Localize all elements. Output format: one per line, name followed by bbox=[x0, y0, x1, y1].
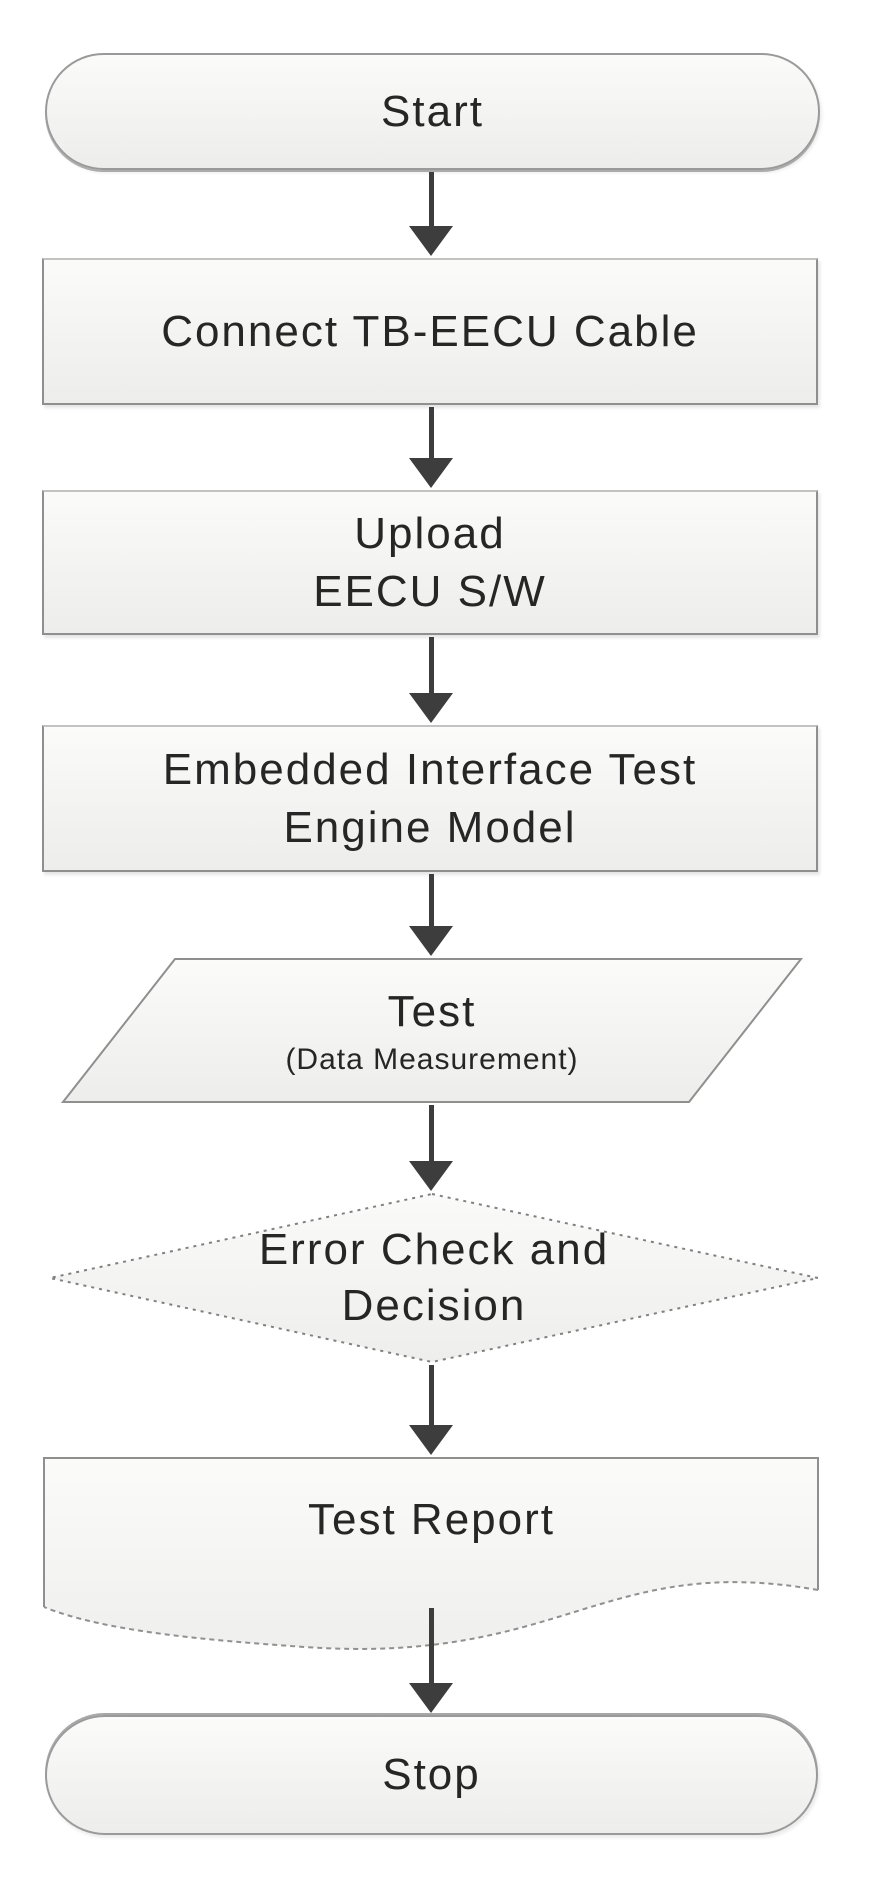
arrow-stem bbox=[428, 172, 434, 226]
arrow-head-icon bbox=[409, 693, 453, 723]
arrow-down-icon bbox=[409, 637, 453, 723]
node-embedded-model-line2: Engine Model bbox=[283, 802, 577, 852]
node-start-label: Start bbox=[381, 86, 484, 136]
node-start: Start bbox=[45, 53, 820, 170]
arrow-head-icon bbox=[409, 1683, 453, 1713]
node-stop-label: Stop bbox=[382, 1750, 481, 1799]
node-connect-cable-label: Connect TB-EECU Cable bbox=[161, 306, 699, 356]
node-upload-sw-line2: EECU S/W bbox=[313, 566, 547, 616]
arrow-head-icon bbox=[409, 458, 453, 488]
node-embedded-model: Embedded Interface Test Engine Model bbox=[42, 725, 818, 872]
arrow-stem bbox=[428, 407, 434, 458]
arrow-stem bbox=[428, 1105, 434, 1161]
arrow-down-icon bbox=[409, 1105, 453, 1191]
node-test-shape bbox=[60, 958, 804, 1103]
node-upload-sw-line1: Upload bbox=[354, 508, 506, 558]
arrow-head-icon bbox=[409, 926, 453, 956]
arrow-down-icon bbox=[409, 874, 453, 956]
arrow-down-icon bbox=[409, 172, 453, 256]
node-error-check-shape bbox=[49, 1192, 819, 1364]
node-stop: Stop bbox=[45, 1715, 818, 1835]
arrow-head-icon bbox=[409, 1425, 453, 1455]
node-embedded-model-line1: Embedded Interface Test bbox=[162, 744, 698, 794]
arrow-stem bbox=[428, 637, 434, 693]
arrow-stem bbox=[428, 1365, 434, 1425]
arrow-down-icon bbox=[409, 1365, 453, 1455]
node-connect-cable: Connect TB-EECU Cable bbox=[42, 258, 818, 405]
arrow-stem bbox=[428, 1608, 434, 1683]
arrow-head-icon bbox=[409, 226, 453, 256]
node-upload-sw: Upload EECU S/W bbox=[42, 490, 818, 635]
arrow-head-icon bbox=[409, 1161, 453, 1191]
arrow-down-icon bbox=[409, 407, 453, 488]
arrow-down-icon bbox=[409, 1608, 453, 1713]
arrow-stem bbox=[428, 874, 434, 926]
node-test-report-shape bbox=[43, 1457, 819, 1650]
